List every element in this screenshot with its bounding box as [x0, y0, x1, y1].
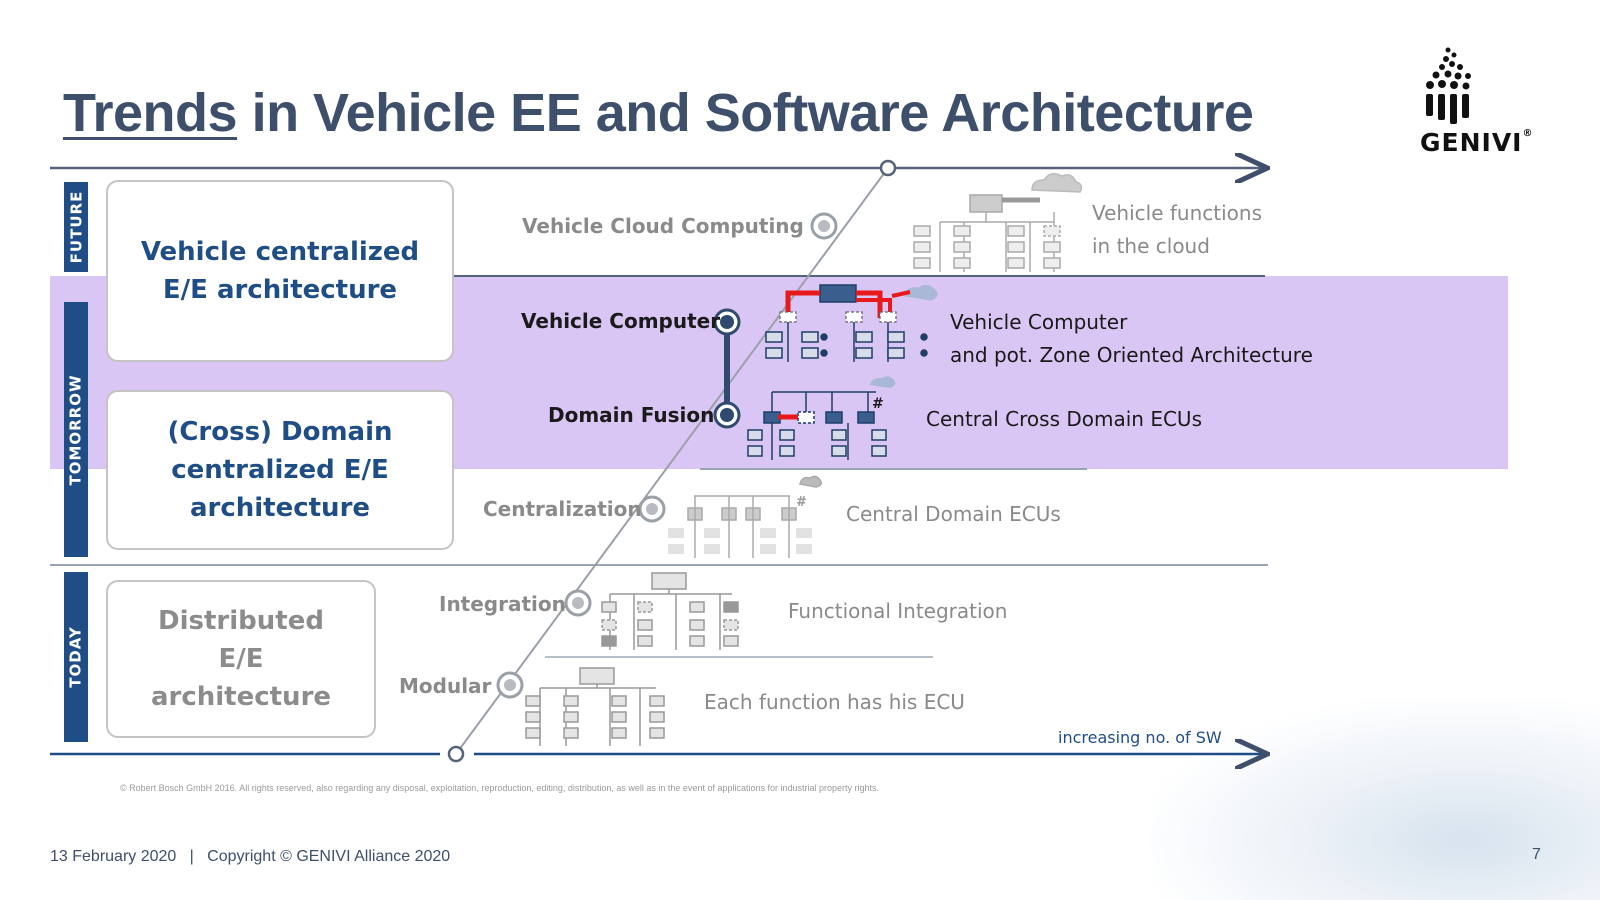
side-tab-future: FUTURE — [64, 182, 88, 272]
integration-network-icon — [601, 572, 739, 650]
stage-desc-cloud: Vehicle functions in the cloud — [1092, 197, 1262, 263]
node-integration — [564, 589, 592, 617]
logo-wordmark: GENIVI — [1420, 128, 1523, 157]
side-tab-today-label: TODAY — [67, 626, 86, 688]
side-tab-today: TODAY — [64, 572, 88, 742]
genivi-logo — [1426, 47, 1471, 124]
node-modular — [496, 671, 524, 699]
stage-label-centralization: Centralization — [483, 497, 642, 521]
node-cloud-computing — [810, 212, 838, 240]
stage-label-domain-fusion: Domain Fusion — [548, 403, 715, 427]
title-rest: in Vehicle EE and Software Architecture — [237, 83, 1254, 143]
vehicle-computer-network-icon — [765, 284, 938, 362]
side-tab-future-label: FUTURE — [67, 190, 86, 264]
stage-desc-vehicle-computer-line2: and pot. Zone Oriented Architecture — [950, 343, 1313, 367]
stage-desc-modular: Each function has his ECU — [704, 690, 965, 714]
stage-label-cloud: Vehicle Cloud Computing — [522, 214, 804, 238]
card-cross-domain-text: (Cross) Domain centralized E/E architect… — [167, 417, 393, 523]
axis-label: increasing no. of SW — [1058, 728, 1222, 747]
modular-network-icon — [525, 667, 665, 746]
svg-text:#: # — [872, 396, 884, 412]
stage-label-vehicle-computer: Vehicle Computer — [521, 309, 721, 333]
stage-label-modular: Modular — [399, 674, 492, 698]
stage-desc-cloud-line2: in the cloud — [1092, 234, 1210, 258]
footer-copyright: Copyright © GENIVI Alliance 2020 — [207, 848, 451, 865]
logo-registered-mark: ® — [1522, 128, 1534, 139]
stage-desc-cloud-line1: Vehicle functions — [1092, 201, 1262, 225]
logo-text: GENIVI® — [1420, 128, 1533, 157]
card-distributed: Distributed E/E architecture — [106, 580, 376, 738]
stage-desc-domain-fusion: Central Cross Domain ECUs — [926, 407, 1202, 431]
cloud-computing-network-icon — [913, 173, 1083, 272]
card-cross-domain: (Cross) Domain centralized E/E architect… — [106, 390, 454, 550]
stage-desc-vehicle-computer: Vehicle Computer and pot. Zone Oriented A… — [950, 306, 1313, 372]
trend-diagonal — [455, 167, 889, 755]
page-number: 7 — [1532, 846, 1541, 863]
stage-desc-centralization: Central Domain ECUs — [846, 502, 1061, 526]
stage-label-integration: Integration — [439, 592, 566, 616]
node-domain-fusion — [713, 401, 741, 429]
stage-desc-integration: Functional Integration — [788, 599, 1008, 623]
stage-desc-vehicle-computer-line1: Vehicle Computer — [950, 310, 1128, 334]
footer-separator: | — [189, 848, 194, 865]
svg-text:#: # — [796, 495, 807, 510]
background-gradient — [1150, 700, 1600, 900]
copyright-note: © Robert Bosch GmbH 2016. All rights res… — [120, 783, 880, 793]
node-bottom-start — [447, 745, 465, 763]
domain-fusion-network-icon: # — [747, 376, 896, 460]
centralization-network-icon: # — [668, 475, 823, 558]
title-underlined-word: Trends — [63, 83, 238, 143]
card-vehicle-centralized-text: Vehicle centralized E/E architecture — [140, 237, 420, 305]
footer-date: 13 February 2020 — [50, 848, 177, 865]
node-vehicle-computer — [713, 308, 741, 336]
side-tab-tomorrow-label: TOMORROW — [67, 373, 85, 486]
page-title: Trends in Vehicle EE and Software Archit… — [63, 82, 1254, 144]
side-tab-tomorrow: TOMORROW — [64, 302, 88, 557]
node-top-end — [879, 159, 897, 177]
footer: 13 February 2020 | Copyright © GENIVI Al… — [50, 848, 450, 866]
card-vehicle-centralized: Vehicle centralized E/E architecture — [106, 180, 454, 362]
card-distributed-text: Distributed E/E architecture — [150, 606, 332, 712]
node-centralization — [638, 495, 666, 523]
